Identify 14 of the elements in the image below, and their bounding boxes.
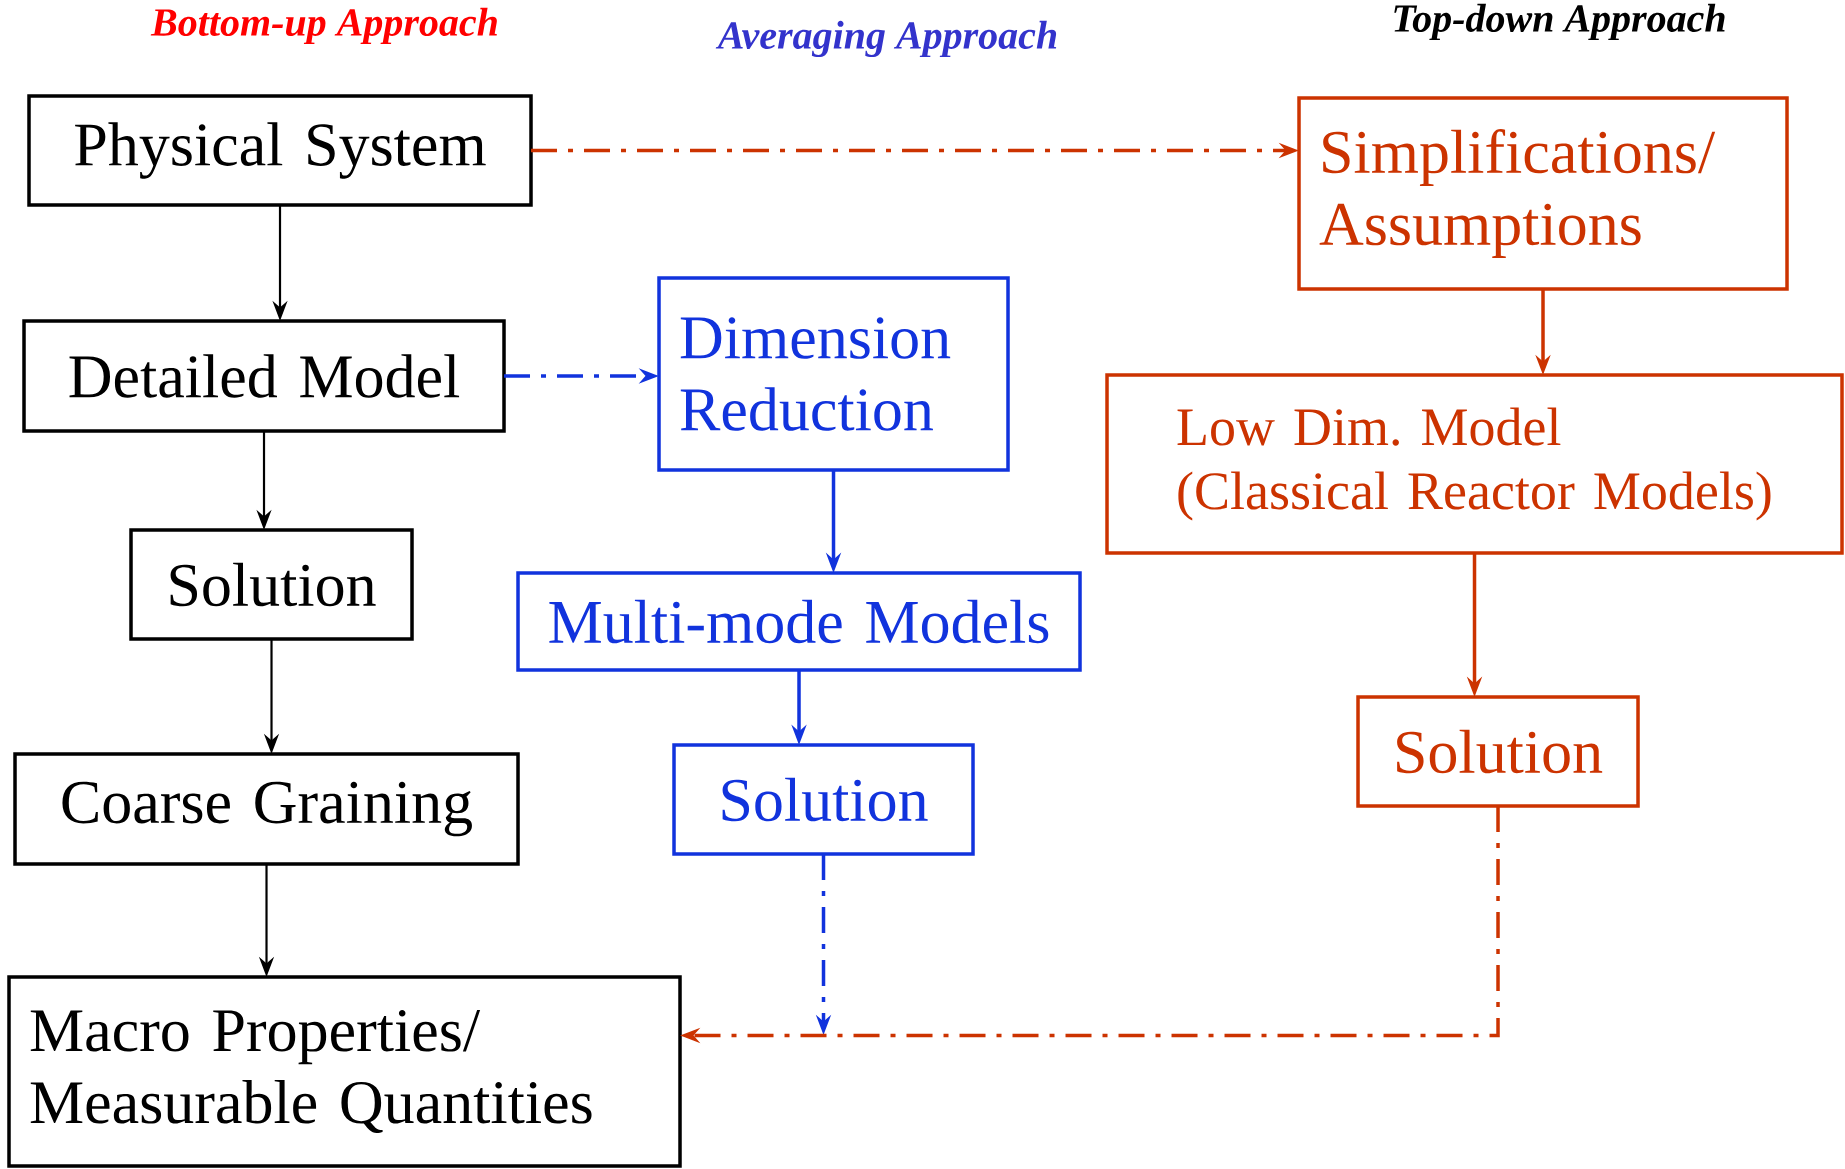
process-box: Simplifications/ Assumptions — [1297, 96, 1789, 291]
process-box: Detailed Model — [22, 319, 506, 433]
process-box: Macro Properties/ Measurable Quantities — [7, 975, 682, 1168]
heading: Averaging Approach — [715, 20, 1057, 58]
process-box: Coarse Graining — [13, 752, 520, 866]
process-box: Multi-mode Models — [516, 571, 1082, 672]
process-box: Low Dim. Model (Classical Reactor Models) — [1105, 373, 1844, 555]
heading: Top-down Approach — [1394, 3, 1725, 41]
heading: Bottom-up Approach — [150, 7, 497, 45]
process-box: Solution — [672, 743, 975, 856]
process-box: Solution — [1356, 695, 1640, 808]
process-box: Physical System — [27, 94, 533, 207]
process-box: Solution — [129, 528, 414, 641]
process-box: Dimension Reduction — [657, 276, 1010, 472]
